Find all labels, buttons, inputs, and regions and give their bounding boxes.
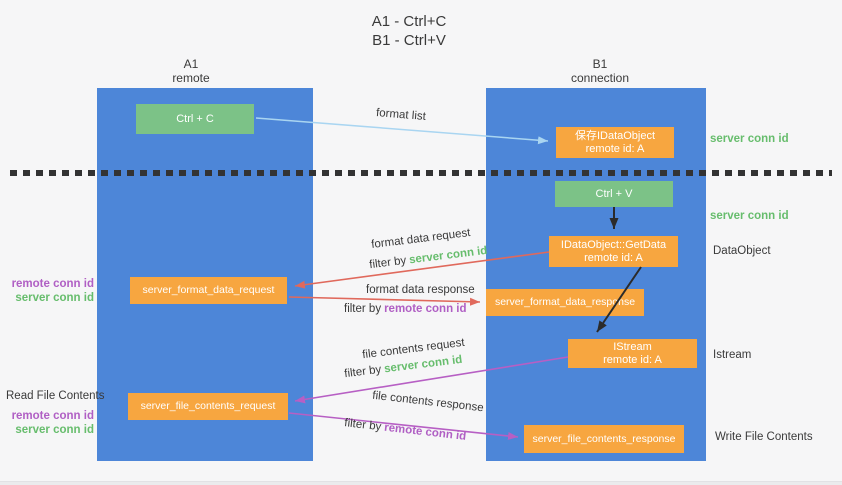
file-response-label: server_file_contents_response xyxy=(532,432,676,445)
istream-label: Istream xyxy=(713,349,752,361)
format-data-response-annotation: format data response xyxy=(366,284,475,296)
getdata-line1: IDataObject::GetData xyxy=(560,238,667,251)
format-list-annotation: format list xyxy=(375,107,427,123)
ctrl-v-label: Ctrl + V xyxy=(595,187,633,200)
server-conn-id-label-top: server conn id xyxy=(710,133,789,145)
ctrl-c-box: Ctrl + C xyxy=(136,104,254,134)
remote-conn-id-label: remote conn id xyxy=(11,410,94,422)
save-idataobject-box: 保存IDataObject remote id: A xyxy=(556,127,674,158)
bottom-strip xyxy=(0,481,842,485)
save-idataobject-line1: 保存IDataObject xyxy=(574,129,656,142)
conn-id-pair-top: remote conn id server conn id xyxy=(8,277,94,305)
server-file-contents-response-box: server_file_contents_response xyxy=(524,425,684,453)
filter-by-text: filter by xyxy=(343,363,382,381)
istream-box: IStream remote id: A xyxy=(568,339,697,368)
save-idataobject-line2: remote id: A xyxy=(585,142,645,155)
server-conn-id-label: server conn id xyxy=(15,424,94,436)
file-contents-response-annotation: file contents response xyxy=(371,389,485,415)
right-column-header: B1 connection xyxy=(490,57,710,85)
server-conn-id-label-mid: server conn id xyxy=(710,210,789,222)
filter-by-text: filter by xyxy=(368,254,407,272)
server-format-data-request-box: server_format_data_request xyxy=(130,277,287,304)
read-file-contents-label: Read File Contents xyxy=(6,390,105,402)
remote-conn-id-text: remote conn id xyxy=(383,421,467,443)
left-column-name: remote xyxy=(172,71,210,85)
right-column-id: B1 xyxy=(592,57,608,71)
istream-line2: remote id: A xyxy=(603,353,662,366)
title-line-1: A1 - Ctrl+C xyxy=(371,13,447,30)
remote-conn-id-label: remote conn id xyxy=(11,278,94,290)
phase-separator-dotted-line xyxy=(10,170,832,176)
title-line-2: B1 - Ctrl+V xyxy=(372,32,446,49)
idataobject-getdata-box: IDataObject::GetData remote id: A xyxy=(549,236,678,267)
ctrl-c-label: Ctrl + C xyxy=(176,112,214,125)
format-request-label: server_format_data_request xyxy=(142,284,275,296)
format-data-request-annotation: format data request xyxy=(370,226,472,252)
dataobject-label: DataObject xyxy=(713,245,771,257)
filter-by-text: filter by xyxy=(344,303,382,315)
server-file-contents-request-box: server_file_contents_request xyxy=(128,393,288,420)
format-response-label: server_format_data_response xyxy=(494,296,636,308)
write-file-contents-label: Write File Contents xyxy=(715,431,813,443)
right-column-name: connection xyxy=(570,71,630,85)
conn-id-pair-bottom: remote conn id server conn id xyxy=(8,409,94,437)
format-data-response-arrow xyxy=(288,296,481,306)
remote-conn-id-text: remote conn id xyxy=(384,303,467,315)
server-conn-id-text: server conn id xyxy=(408,244,488,267)
istream-line1: IStream xyxy=(613,340,652,353)
server-format-data-response-box: server_format_data_response xyxy=(486,289,644,316)
filter-by-text: filter by xyxy=(343,417,382,434)
getdata-line2: remote id: A xyxy=(584,251,643,264)
server-conn-id-label: server conn id xyxy=(15,292,94,304)
left-column-header: A1 remote xyxy=(86,57,296,85)
left-column-id: A1 xyxy=(183,57,199,71)
diagram-title: A1 - Ctrl+C B1 - Ctrl+V xyxy=(0,12,830,50)
file-request-label: server_file_contents_request xyxy=(140,400,276,412)
ctrl-v-box: Ctrl + V xyxy=(555,181,673,207)
